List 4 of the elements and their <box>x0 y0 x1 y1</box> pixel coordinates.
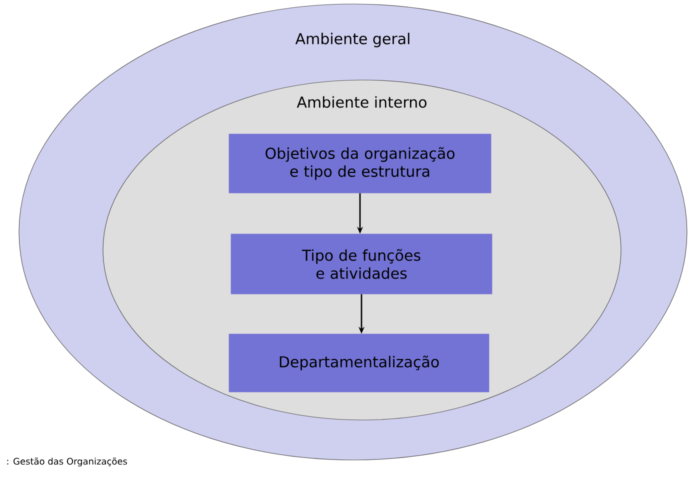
process-box: Tipo de funções e atividades <box>230 234 492 294</box>
process-box: Objetivos da organização e tipo de estrutura <box>228 134 492 194</box>
source-note: : Gestão das Organizações <box>7 458 127 466</box>
process-box: Departamentalização <box>228 334 490 392</box>
